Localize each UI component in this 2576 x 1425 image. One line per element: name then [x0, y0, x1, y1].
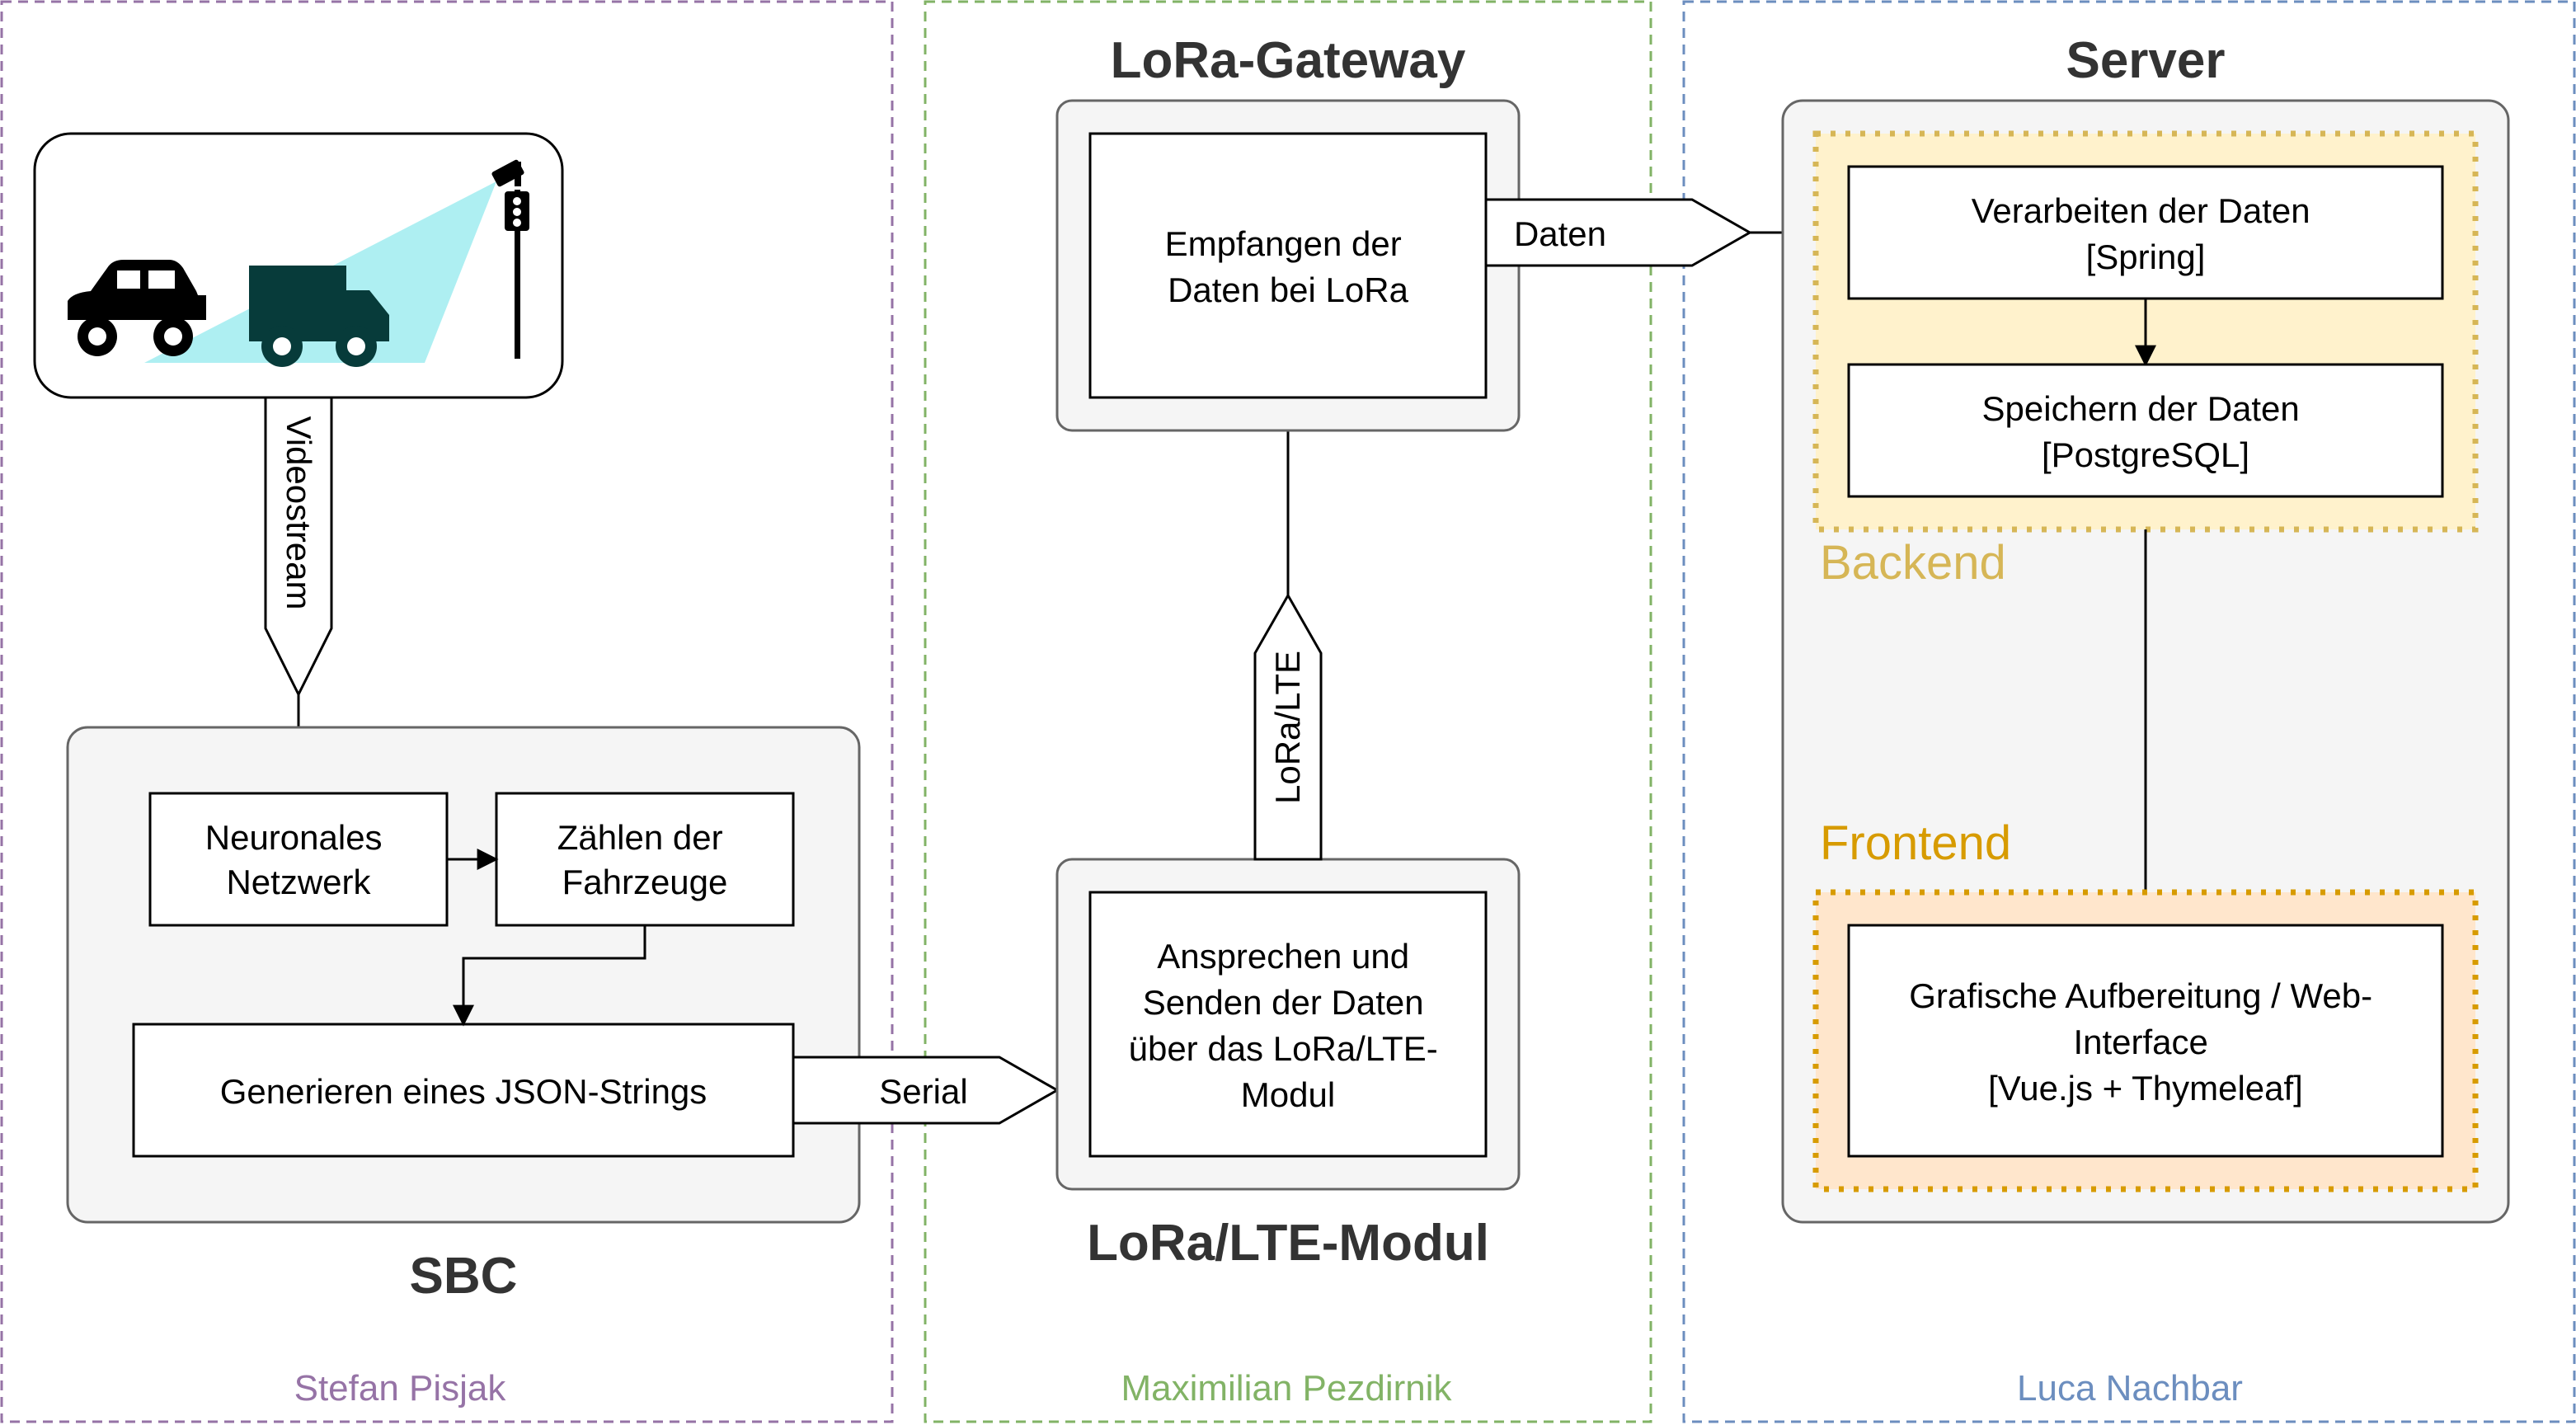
neural-network-box [148, 792, 449, 927]
lane-label-stefan: Stefan Pisjak [294, 1368, 507, 1409]
store-data-box [1847, 363, 2444, 498]
lora-lte-link: LoRa/LTE [1253, 592, 1323, 861]
lane-label-maximilian: Maximilian Pezdirnik [1121, 1368, 1452, 1409]
traffic-light-icon [505, 190, 529, 359]
lane-maximilian [924, 0, 1652, 1423]
backend-label: Backend [1820, 536, 2006, 590]
web-interface-label: Grafische Aufbereitung / Web- Interface … [1909, 976, 2382, 1108]
server-title: Server [2066, 32, 2225, 89]
daten-label: Daten [1514, 214, 1606, 253]
lora-module-box [1088, 891, 1488, 1158]
daten-link: Daten [1484, 198, 1753, 267]
lane-luca [1682, 0, 2576, 1423]
store-data-label: Speichern der Daten [PostgreSQL] [1982, 389, 2310, 474]
sbc-title: SBC [410, 1248, 518, 1305]
lora-module-label: Ansprechen und Senden der Daten über das… [1129, 937, 1448, 1114]
web-interface-box [1847, 924, 2444, 1158]
generate-json-box [132, 1023, 795, 1158]
neural-network-label: Neuronales Netzwerk [205, 818, 392, 901]
frontend-label: Frontend [1820, 816, 2011, 870]
camera-scene [33, 132, 564, 399]
videostream-label: Videostream [280, 416, 318, 609]
lane-label-luca: Luca Nachbar [2017, 1368, 2243, 1409]
arrow-count-to-json [453, 925, 646, 1027]
camera-icon [491, 159, 524, 187]
videostream-link: Videostream [264, 396, 333, 698]
lora-lte-label: LoRa/LTE [1268, 651, 1307, 804]
process-data-box [1847, 165, 2444, 300]
count-vehicles-box [495, 792, 795, 927]
lora-gateway-title: LoRa-Gateway [1111, 32, 1466, 89]
lora-gateway-label: Empfangen der Daten bei LoRa [1165, 224, 1412, 309]
process-data-label: Verarbeiten der Daten [Spring] [1972, 191, 2320, 276]
lora-gateway-box [1088, 132, 1488, 399]
lora-module-title: LoRa/LTE-Modul [1087, 1215, 1489, 1272]
truck-icon [249, 266, 389, 367]
car-icon [68, 260, 206, 356]
count-vehicles-label: Zählen der Fahrzeuge [557, 818, 732, 901]
serial-label: Serial [879, 1072, 967, 1111]
serial-link: Serial [792, 1056, 1060, 1125]
generate-json-label: Generieren eines JSON-Strings [220, 1072, 707, 1111]
lane-stefan [0, 0, 894, 1423]
